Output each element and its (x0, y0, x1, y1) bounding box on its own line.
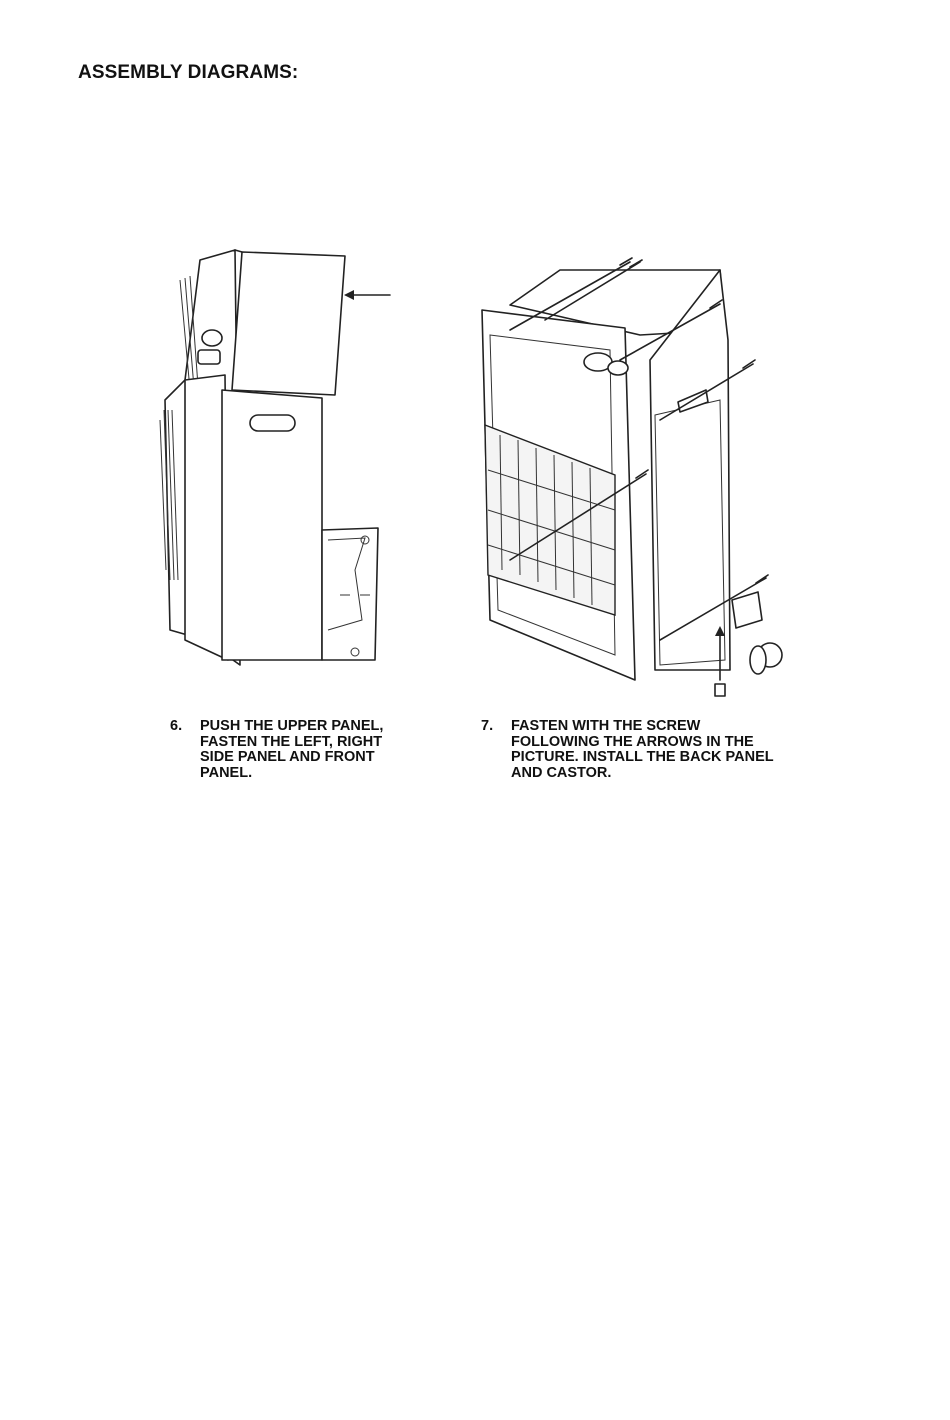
step-6-line-4: PANEL. (200, 766, 383, 782)
step-6-line-1: PUSH THE UPPER PANEL, (200, 719, 383, 735)
step-number: 6. (170, 719, 200, 781)
step-6-line-2: FASTEN THE LEFT, RIGHT (200, 735, 383, 751)
step-number: 7. (481, 719, 511, 781)
diagram-step-6 (150, 240, 410, 670)
step-7-line-2: FOLLOWING THE ARROWS IN THE (511, 735, 774, 751)
step-7-line-4: AND CASTOR. (511, 766, 774, 782)
diagram-step-7 (470, 240, 790, 700)
step-7-caption: 7. FASTEN WITH THE SCREW FOLLOWING THE A… (481, 719, 841, 781)
step-7-line-3: PICTURE. INSTALL THE BACK PANEL (511, 750, 774, 766)
step-6-line-3: SIDE PANEL AND FRONT (200, 750, 383, 766)
page-heading: ASSEMBLY DIAGRAMS: (78, 62, 298, 84)
step-6-caption: 6. PUSH THE UPPER PANEL, FASTEN THE LEFT… (170, 719, 430, 781)
step-7-line-1: FASTEN WITH THE SCREW (511, 719, 774, 735)
